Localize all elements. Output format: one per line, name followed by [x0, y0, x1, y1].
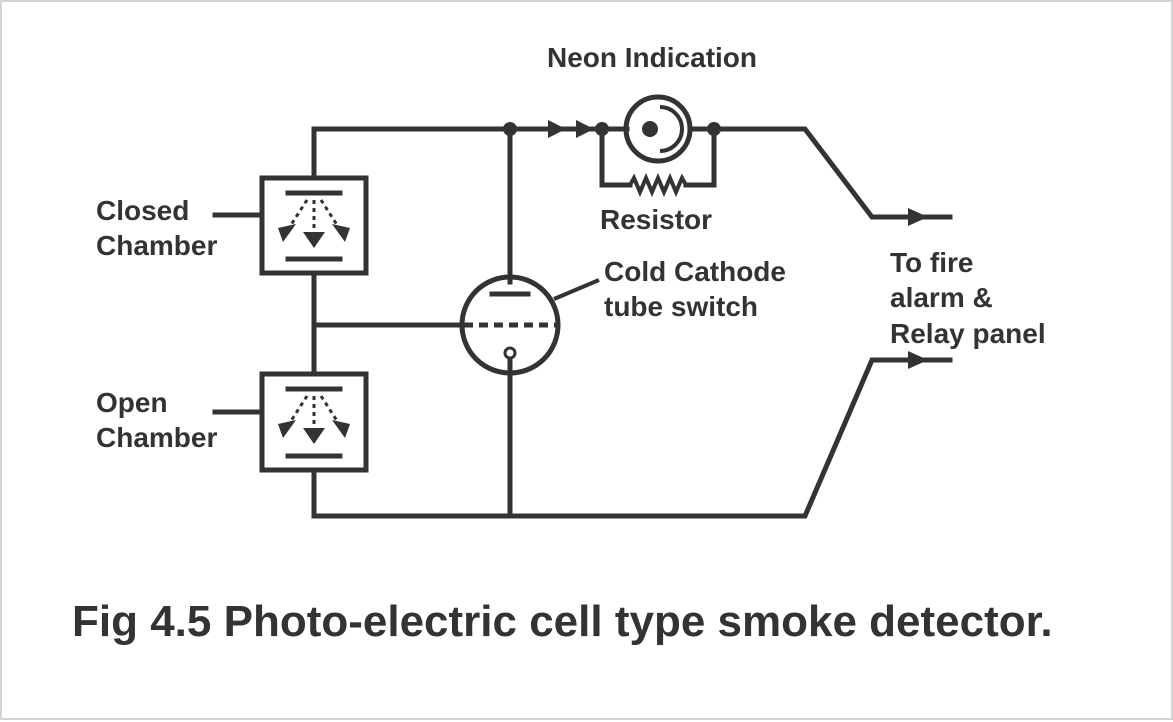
tube-label-line2: tube switch [604, 291, 758, 322]
cold-cathode-tube [459, 274, 600, 376]
closed-chamber-label-line2: Chamber [96, 230, 217, 261]
resistor [599, 126, 717, 198]
open-chamber-label-line1: Open [96, 387, 168, 418]
arrow-icon [576, 120, 594, 138]
output-arrow-icon [908, 208, 928, 226]
closed-chamber-label-line1: Closed [96, 195, 189, 226]
output-arrow-icon [908, 351, 928, 369]
open-chamber-label-line2: Chamber [96, 422, 217, 453]
output-label-line1: To fire [890, 247, 973, 278]
junction-dot [503, 122, 517, 136]
closed-chamber [212, 175, 369, 276]
neon-lamp [599, 94, 717, 164]
output-label-line3: Relay panel [890, 318, 1046, 349]
figure-caption: Fig 4.5 Photo-electric cell type smoke d… [72, 597, 1053, 646]
open-chamber [212, 371, 369, 473]
resistor-label: Resistor [600, 204, 712, 235]
neon-indication-label: Neon Indication [547, 42, 757, 73]
arrow-icon [548, 120, 566, 138]
output-label-line2: alarm & [890, 282, 993, 313]
tube-label-line1: Cold Cathode [604, 256, 786, 287]
